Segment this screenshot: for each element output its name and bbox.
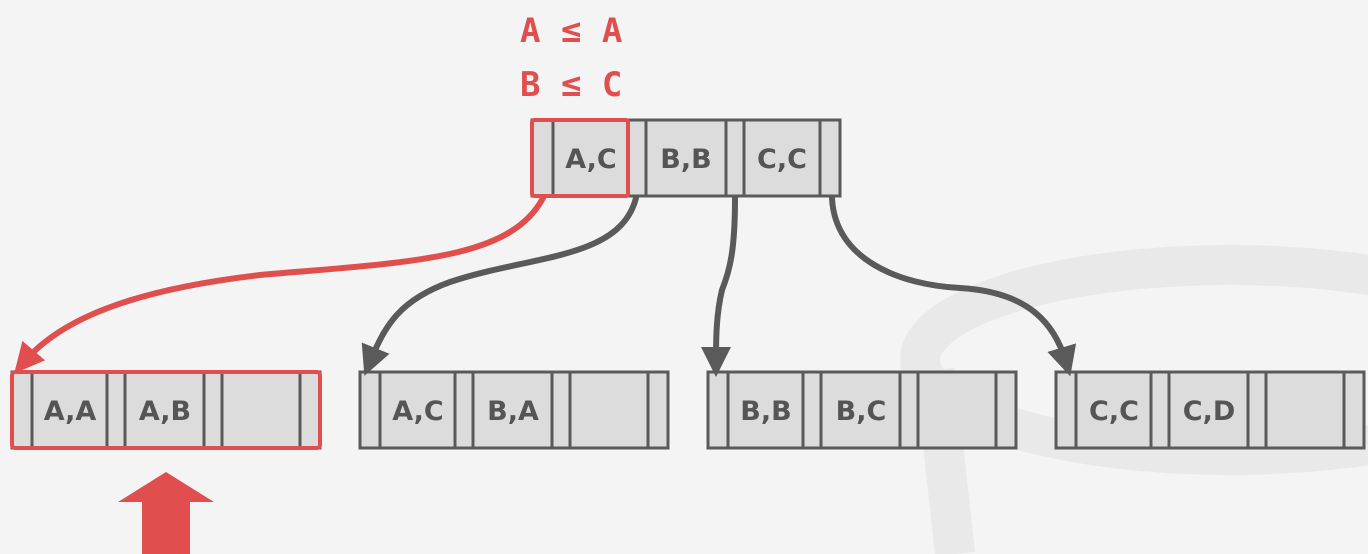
leaf-highlight-box <box>10 370 322 450</box>
child-pointer-arrow <box>829 195 1077 377</box>
leaf-node-box <box>358 370 670 450</box>
root-node: A,C B,B C,C <box>530 118 842 198</box>
leaf-node-3: B,B B,C <box>706 370 1018 450</box>
leaf-node-box <box>1054 370 1366 450</box>
root-key: B,B <box>660 144 711 175</box>
root-key: A,C <box>565 144 616 175</box>
root-highlight-box <box>530 118 630 198</box>
root-key: C,C <box>757 144 807 175</box>
leaf-key: A,A <box>44 396 97 427</box>
leaf-key: B,B <box>740 396 791 427</box>
leaf-node-4: C,C C,D <box>1054 370 1366 450</box>
leaf-key: C,D <box>1183 396 1235 427</box>
condition-line-2: B ≤ C <box>520 65 622 105</box>
leaf-node-box <box>706 370 1018 450</box>
up-arrow-icon <box>118 472 214 554</box>
child-pointer-arrow-highlighted <box>14 195 546 374</box>
leaf-key: B,A <box>487 396 539 427</box>
leaf-node-2: A,C B,A <box>358 370 670 450</box>
leaf-node-1: A,A A,B <box>10 370 322 450</box>
condition-line-1: A ≤ A <box>520 11 622 51</box>
child-pointer-arrow <box>361 195 639 376</box>
child-pointer-arrow <box>701 195 738 377</box>
leaf-key: A,B <box>139 396 191 427</box>
leaf-key: C,C <box>1089 396 1139 427</box>
leaf-key: A,C <box>392 396 443 427</box>
leaf-key: B,C <box>836 396 887 427</box>
